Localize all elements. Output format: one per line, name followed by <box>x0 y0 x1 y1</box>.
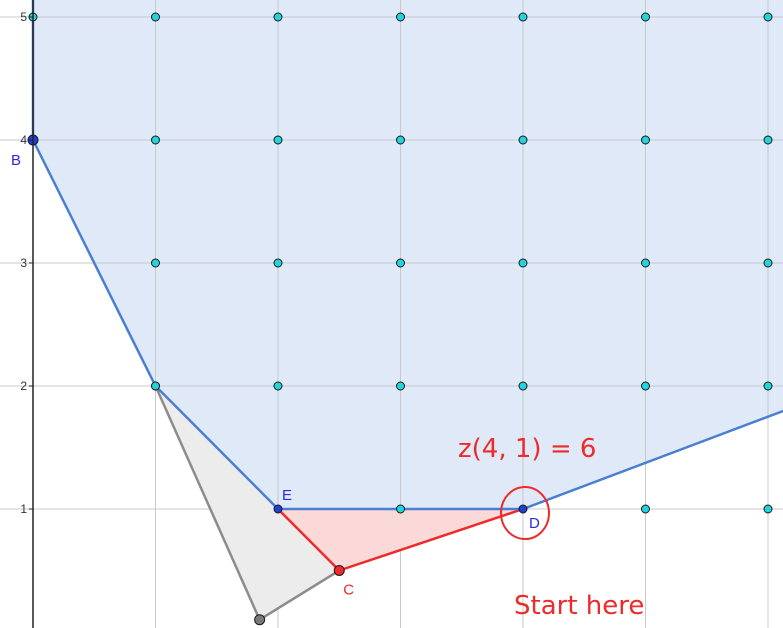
label-b: B <box>11 152 21 169</box>
lattice-point[interactable] <box>641 258 650 268</box>
lattice-point[interactable] <box>151 258 160 268</box>
gray-edge-v-to-a <box>154 385 261 621</box>
start-here-annotation: Start here <box>514 591 644 621</box>
lattice-point[interactable] <box>763 504 773 514</box>
lattice-point[interactable] <box>273 135 283 145</box>
y-tick-label: 3 <box>20 256 27 270</box>
lattice-point[interactable] <box>518 381 528 391</box>
lattice-point[interactable] <box>763 135 773 145</box>
lattice-point[interactable] <box>641 135 650 145</box>
lattice-point[interactable] <box>273 381 283 391</box>
lattice-point[interactable] <box>273 12 283 22</box>
y-tick-label: 1 <box>20 502 27 516</box>
y-tick-label: 5 <box>20 10 27 24</box>
lattice-point[interactable] <box>763 12 773 22</box>
red-edge-e-to-c <box>277 508 341 572</box>
lattice-point[interactable] <box>396 381 405 391</box>
objective-annotation: z(4, 1) = 6 <box>458 434 596 464</box>
point-e[interactable] <box>273 504 283 514</box>
lattice-point[interactable] <box>763 381 773 391</box>
lattice-point[interactable] <box>151 135 160 145</box>
gray-edge-a-to-c <box>258 569 340 621</box>
lattice-point[interactable] <box>396 504 405 514</box>
vertex-point[interactable] <box>151 381 160 391</box>
handdrawn-circle <box>500 486 550 540</box>
lattice-point[interactable] <box>273 258 283 268</box>
label-d: D <box>529 515 540 532</box>
lattice-point[interactable] <box>518 135 528 145</box>
feasible-region <box>33 0 783 509</box>
red-edge-c-to-d <box>338 507 524 572</box>
lattice-point[interactable] <box>396 12 405 22</box>
lattice-point[interactable] <box>518 258 528 268</box>
lattice-point[interactable] <box>396 258 405 268</box>
point-d[interactable] <box>518 504 528 514</box>
red-triangle <box>278 509 523 571</box>
y-tick-label: 4 <box>20 133 27 147</box>
lattice-point[interactable] <box>641 12 650 22</box>
lattice-point[interactable] <box>641 381 650 391</box>
point-a[interactable] <box>254 614 266 626</box>
lattice-point[interactable] <box>151 12 160 22</box>
gray-polygon <box>155 386 340 620</box>
y-tick-label: 2 <box>20 379 27 393</box>
point-c[interactable] <box>333 565 345 576</box>
label-c: C <box>343 582 354 599</box>
label-e: E <box>282 487 292 504</box>
lattice-point[interactable] <box>518 12 528 22</box>
lattice-point[interactable] <box>396 135 405 145</box>
lattice-point[interactable] <box>763 258 773 268</box>
lattice-point[interactable] <box>641 504 650 514</box>
